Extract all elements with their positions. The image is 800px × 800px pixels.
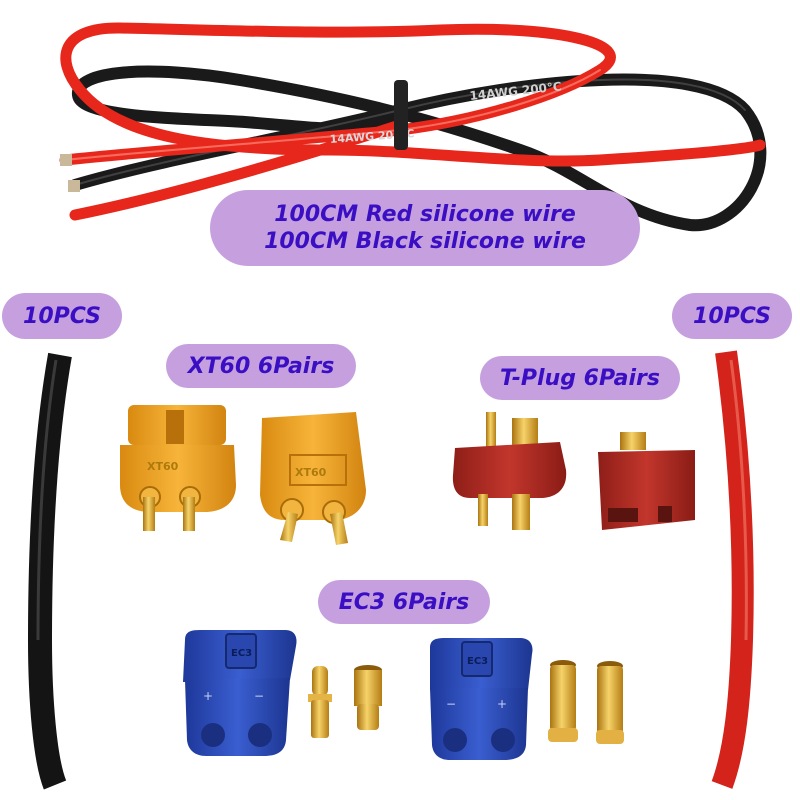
red-wire-end <box>60 154 72 166</box>
xt60-body-label: XT60 <box>147 460 179 473</box>
xt60-female: XT60 <box>120 405 236 531</box>
ec3-body-label-2: EC3 <box>467 656 488 667</box>
black-tube-quantity-label: 10PCS <box>2 293 122 339</box>
t-plug-male <box>452 412 567 530</box>
xt60-label: XT60 6Pairs <box>166 344 356 388</box>
red-heat-shrink-tube <box>711 350 754 789</box>
zip-tie <box>394 80 408 150</box>
bullet-connector-male-1 <box>308 666 332 738</box>
xt60-body-label-2: XT60 <box>295 466 327 479</box>
t-plug-label: T-Plug 6Pairs <box>480 356 680 400</box>
red-tube-quantity-label: 10PCS <box>672 293 792 339</box>
svg-text:−: − <box>446 697 456 711</box>
xt60-male: XT60 <box>260 412 366 545</box>
t-plug-female <box>598 432 695 530</box>
svg-text:+: + <box>203 689 213 703</box>
wire-print-text-2: 14AWG 200°C <box>329 127 415 146</box>
ec3-connector-2: EC3 − + <box>430 638 533 760</box>
black-wire-end <box>68 180 80 192</box>
wire-label-line2: 100CM Black silicone wire <box>264 229 586 254</box>
ec3-label: EC3 6Pairs <box>318 580 490 624</box>
black-heat-shrink-tube <box>27 352 72 790</box>
ec3-connector-1: EC3 + − <box>183 630 297 756</box>
svg-text:+: + <box>497 697 507 711</box>
bullet-connector-female-3 <box>596 661 624 744</box>
bullet-connector-female-2 <box>548 660 578 742</box>
wire-label-line1: 100CM Red silicone wire <box>274 202 576 227</box>
wire-label: 100CM Red silicone wire 100CM Black sili… <box>210 190 640 266</box>
bullet-connector-female-1 <box>354 665 382 730</box>
ec3-body-label: EC3 <box>231 648 252 659</box>
svg-text:−: − <box>254 689 264 703</box>
silicone-wires: 14AWG 200°C 14AWG 200°C <box>59 22 767 232</box>
